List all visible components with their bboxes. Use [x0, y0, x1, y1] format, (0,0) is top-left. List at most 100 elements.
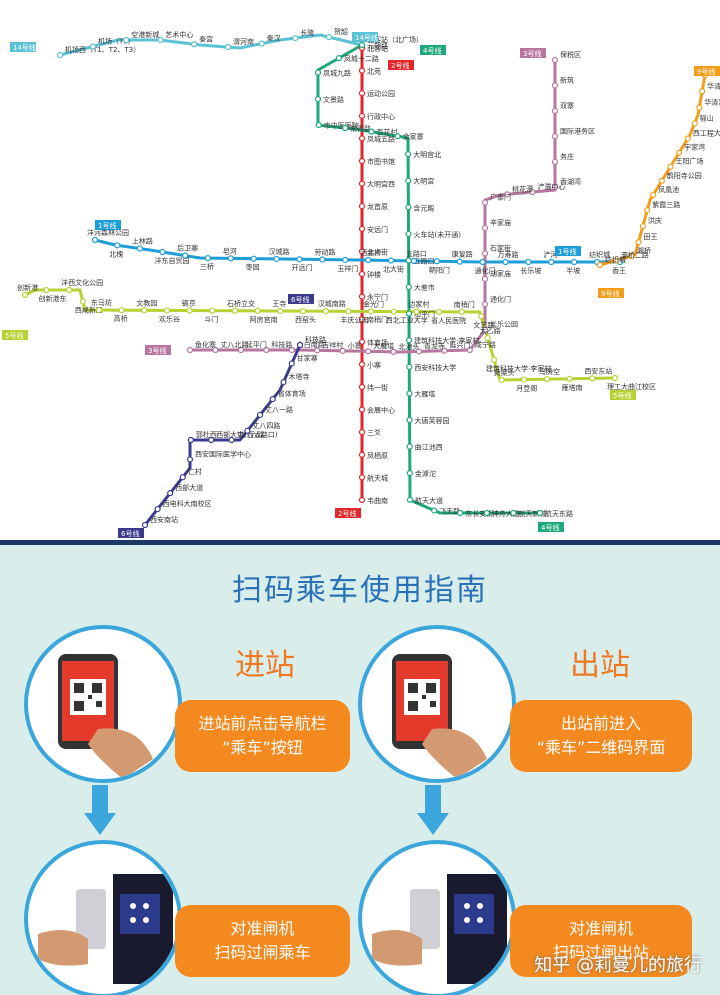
station-dot: [358, 338, 366, 345]
station-label: 省体育场: [278, 389, 306, 398]
station-dot: [635, 239, 642, 246]
station-label: 丰庆公园: [340, 315, 368, 324]
station-label: 三桥: [200, 262, 214, 271]
station-label: 永宁门: [367, 293, 388, 302]
svg-text:1号线: 1号线: [558, 247, 576, 256]
station-dot: [466, 346, 473, 354]
station-dot: [612, 257, 620, 264]
exit-phone-qr-illustration: [358, 625, 516, 783]
station-label: 凤城十二路: [344, 54, 379, 63]
station-label: 沣西文化公园: [61, 278, 103, 287]
station-label: 延平门: [246, 340, 267, 349]
station-dot: [406, 390, 413, 397]
station-label: 欢乐谷: [159, 314, 180, 323]
station-label: 龙首原: [367, 202, 388, 211]
station-label: 纺织城: [589, 250, 610, 259]
station-label: 航天大道: [415, 496, 443, 505]
station-dot: [358, 225, 366, 232]
station-label: 小寨: [348, 341, 362, 350]
station-label: 国际港务区: [560, 126, 595, 135]
station-dot: [163, 307, 171, 314]
station-label: 曲江池西: [415, 443, 443, 452]
station-label: 大差市: [414, 283, 435, 292]
svg-text:14号线: 14号线: [355, 33, 378, 42]
station-label: 吉祥村: [322, 340, 343, 349]
station-dot: [415, 348, 423, 355]
station-label: 田王: [643, 233, 657, 241]
station-label: 西部大道(西太路口): [216, 430, 278, 439]
exit-step1-line1: 出站前进入: [560, 714, 641, 733]
station-label: 五路口: [414, 256, 435, 265]
enter-step2-line2: 扫码过闸乘车: [214, 943, 311, 962]
station-label: 航天城: [367, 473, 388, 482]
station-label: 朝阳门: [429, 265, 450, 274]
station-dot: [228, 436, 235, 444]
station-label: 郭杜西: [196, 430, 217, 439]
station-dot: [390, 348, 397, 355]
station-dot: [406, 443, 413, 450]
station-label: 木塔寺: [289, 372, 310, 381]
station-dot: [66, 286, 73, 294]
exit-title: 出站: [570, 648, 630, 683]
station-dot: [433, 258, 440, 265]
station-label: 小寨: [367, 360, 381, 369]
station-label: 洒金桥: [360, 248, 381, 257]
station-dot: [269, 396, 276, 403]
station-dot: [358, 429, 366, 436]
station-label: 创新港东: [38, 294, 66, 303]
line-badge-l14: 14号线: [10, 42, 36, 52]
station-label: 大唐芙蓉园: [415, 416, 450, 425]
station-label: 咸宁路: [475, 340, 496, 349]
station-label: 高桥: [114, 314, 128, 323]
station-label: 西窑头: [295, 315, 316, 324]
station-label: 西安国际医学中心: [195, 449, 251, 458]
station-dot: [644, 207, 651, 214]
station-label: 广泰门: [490, 193, 511, 202]
station-dot: [658, 177, 665, 184]
station-dot: [490, 356, 498, 363]
line-badge-l3: 3号线: [145, 345, 171, 355]
station-label: 鱼化寨: [195, 340, 216, 349]
exit-step1-bubble: 出站前进入 “乘车”二维码界面: [510, 700, 692, 772]
svg-text:2号线: 2号线: [338, 509, 356, 518]
station-dot: [699, 88, 706, 95]
station-label: 月登阁: [516, 384, 537, 393]
station-dot: [277, 307, 284, 315]
station-dot: [566, 375, 573, 382]
station-dot: [231, 307, 239, 314]
station-label: 辛家庙: [490, 218, 511, 227]
down-arrow-icon: [92, 785, 108, 815]
station-dot: [95, 306, 103, 314]
station-dot: [43, 286, 50, 294]
station-label: 三爻: [367, 429, 381, 437]
exit-step2-bubble: 对准闸机 扫码过闸出站: [510, 905, 692, 977]
station-dot: [503, 191, 511, 198]
station-label: 北池头: [399, 342, 420, 351]
station-dot: [628, 252, 635, 259]
station-dot: [256, 411, 264, 419]
station-dot: [364, 348, 372, 355]
station-label: 大明宫北: [413, 150, 441, 159]
phone-qr-icon: [58, 654, 153, 779]
station-label: 延兴门: [449, 341, 470, 350]
station-label: 省人民医院: [431, 316, 466, 325]
station-label: 大雁塔: [373, 341, 394, 350]
station-dot: [123, 36, 130, 44]
divider: [0, 540, 720, 545]
station-dot: [502, 258, 509, 266]
station-label: 阿房宫南: [250, 315, 278, 324]
station-dot: [358, 41, 366, 49]
station-label: 北苑: [367, 67, 381, 76]
station-label: 马腾空: [539, 367, 560, 376]
station-label: 通化门: [475, 266, 496, 275]
exit-step2-line1: 对准闸机: [568, 919, 633, 938]
line-badge-l2: 2号线: [388, 60, 414, 70]
station-dot: [237, 346, 244, 354]
station-label: 机场西（T1、T2、T3）: [65, 45, 140, 54]
station-label: 石家街: [490, 243, 511, 252]
station-label: 镐京: [182, 299, 196, 308]
station-label: 雁塔南: [562, 383, 583, 392]
station-label: 体育场: [367, 338, 388, 347]
station-dot: [436, 308, 443, 315]
station-dot: [154, 505, 161, 513]
